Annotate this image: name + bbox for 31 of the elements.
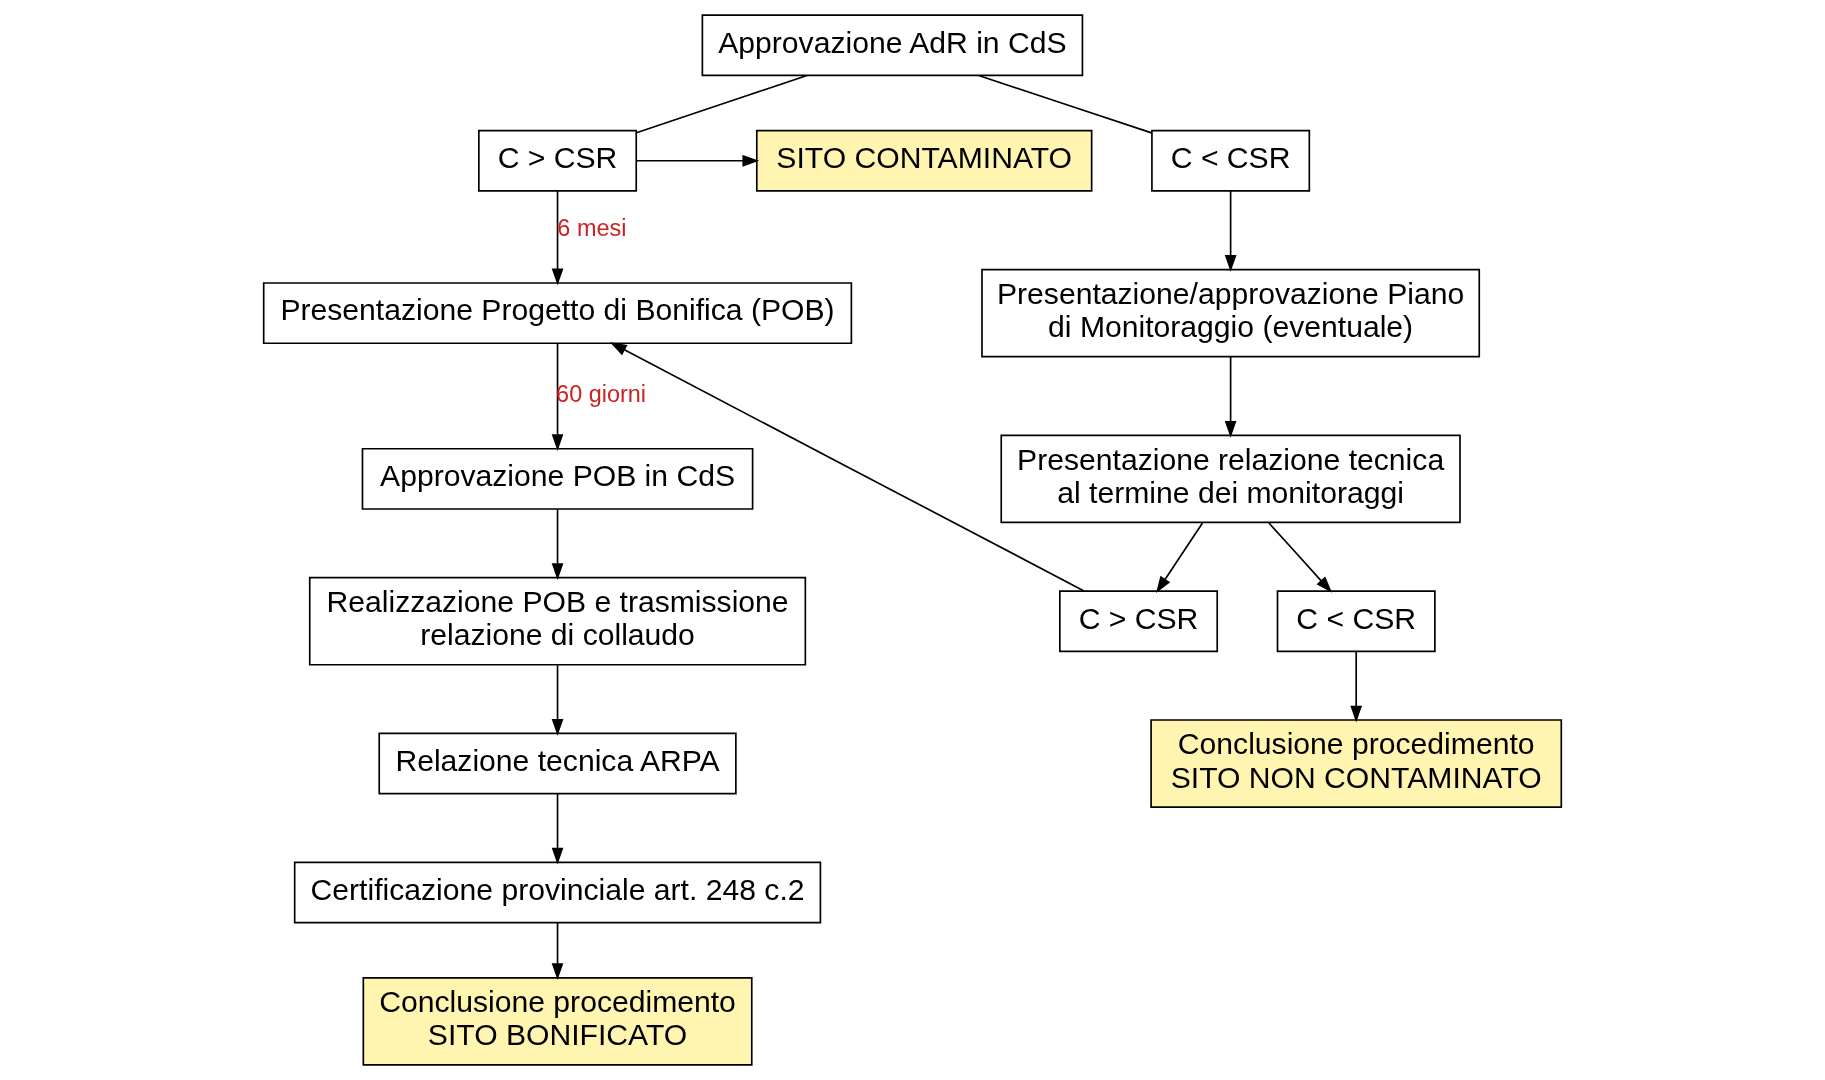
node-box: C < CSR — [1151, 129, 1311, 192]
node-box: Presentazione Progetto di Bonifica (POB) — [262, 282, 853, 345]
node-box: Presentazione/approvazione Piano di Monitoraggio (eventuale) — [981, 268, 1481, 358]
node-box: Approvazione POB in CdS — [361, 447, 754, 510]
node-box: Approvazione AdR in CdS — [701, 14, 1084, 77]
arrow — [1224, 356, 1237, 438]
node-box: Certificazione provinciale art. 248 c.2 — [293, 861, 822, 924]
connector — [977, 74, 1153, 134]
arrow — [551, 921, 564, 980]
connector — [635, 74, 808, 134]
node-box: Conclusione procedimento SITO NON CONTAMINATO — [1150, 719, 1563, 808]
arrow — [609, 342, 1085, 592]
node-box: Presentazione relazione tecnica al termine dei monitoraggi — [1000, 434, 1461, 524]
arrow — [551, 792, 564, 865]
arrow — [1350, 650, 1363, 723]
node-box: Realizzazione POB e trasmissione relazione di collaudo — [308, 576, 807, 666]
node-box: C > CSR — [478, 129, 638, 192]
arrow — [551, 190, 564, 286]
node-box: C < CSR — [1276, 590, 1436, 653]
arrow — [551, 664, 564, 736]
arrow — [1156, 522, 1204, 594]
node-box: Conclusione procedimento SITO BONIFICATO — [362, 977, 753, 1066]
node-box: SITO CONTAMINATO — [755, 129, 1093, 192]
node-box: C > CSR — [1059, 590, 1219, 653]
arrow — [1268, 522, 1333, 593]
arrow — [551, 508, 564, 581]
edge-label: 6 mesi — [557, 215, 627, 242]
arrow — [635, 154, 760, 167]
arrow — [1224, 190, 1237, 272]
node-box: Relazione tecnica ARPA — [378, 732, 737, 795]
arrow — [551, 343, 564, 451]
